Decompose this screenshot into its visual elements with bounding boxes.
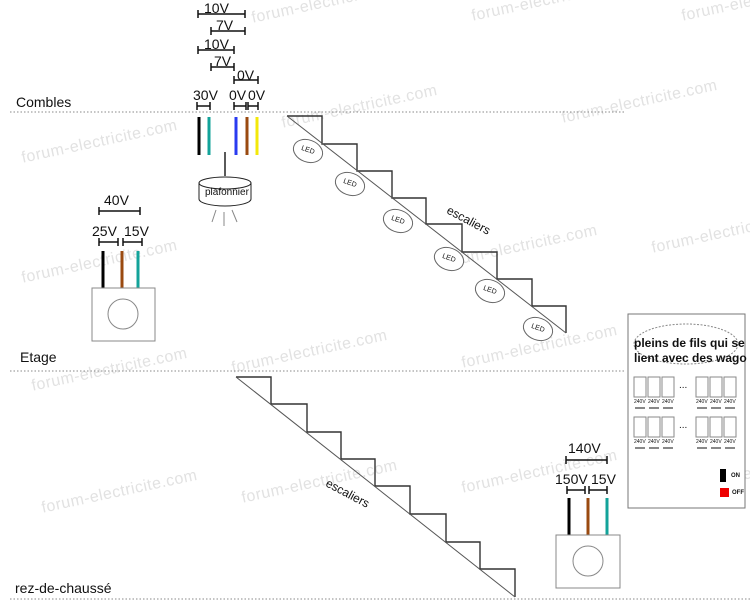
- level-label-combles: Combles: [16, 94, 72, 110]
- switch-rdc-wires: [567, 498, 609, 536]
- upper-staircase: [286, 115, 567, 334]
- switch-rdc-icon: [555, 534, 621, 589]
- lower-staircase: [235, 376, 516, 598]
- breaker-measure-bars: [635, 407, 735, 449]
- measure-7v-mid: 7V: [214, 53, 232, 69]
- switch-etage-bars: [98, 207, 143, 246]
- attic-measure-bars: [196, 10, 259, 110]
- switch-on-label: ON: [731, 473, 740, 479]
- breaker-label: 240V: [662, 439, 674, 445]
- breaker-label: 240V: [634, 399, 646, 405]
- switch-etage-wires: [101, 251, 140, 289]
- panel-bubble-text: pleins de fils qui se lient avec des wag…: [634, 336, 747, 366]
- breaker-ellipsis: ...: [679, 420, 688, 431]
- breaker-label: 240V: [648, 439, 660, 445]
- panel-bubble-line2: lient avec des wago: [634, 351, 747, 365]
- measure-30v: 30V: [193, 87, 218, 103]
- ceiling-light-icon: [198, 152, 252, 226]
- measure-10v-mid: 10V: [204, 36, 229, 52]
- breaker-row-2: [633, 416, 737, 438]
- measure-0v-right: 0V: [248, 87, 266, 103]
- breaker-label: 240V: [648, 399, 660, 405]
- switch-rdc-total: 140V: [568, 440, 601, 456]
- ceiling-light-label: plafonnier: [205, 187, 249, 198]
- breaker-label: 240V: [634, 439, 646, 445]
- switch-etage-icon: [91, 287, 156, 342]
- breaker-label: 240V: [662, 399, 674, 405]
- breaker-label: 240V: [724, 399, 736, 405]
- attic-wires: [197, 117, 259, 155]
- measure-7v-top: 7V: [216, 17, 234, 33]
- led-fixtures: [292, 138, 554, 342]
- switch-rdc-bars: [565, 456, 608, 494]
- measure-0v-left: 0V: [229, 87, 247, 103]
- switch-on-icon: [720, 469, 726, 482]
- switch-off-label: OFF: [732, 490, 744, 496]
- breaker-label: 240V: [724, 439, 736, 445]
- panel-bubble-line1: pleins de fils qui se: [634, 336, 745, 350]
- breaker-label: 240V: [696, 439, 708, 445]
- breaker-row-1: [633, 376, 737, 398]
- switch-off-icon: [720, 488, 729, 497]
- level-label-rdc: rez-de-chaussé: [15, 580, 112, 596]
- switch-rdc-left: 150V: [555, 471, 588, 487]
- switch-rdc-right: 15V: [591, 471, 616, 487]
- breaker-label: 240V: [710, 399, 722, 405]
- measure-10v-top: 10V: [204, 0, 229, 16]
- measure-0v-top: 0V: [237, 67, 255, 83]
- breaker-ellipsis: ...: [679, 380, 688, 391]
- level-label-etage: Etage: [20, 349, 57, 365]
- switch-etage-total: 40V: [104, 192, 129, 208]
- switch-etage-left: 25V: [92, 223, 117, 239]
- switch-etage-right: 15V: [124, 223, 149, 239]
- breaker-label: 240V: [696, 399, 708, 405]
- breaker-label: 240V: [710, 439, 722, 445]
